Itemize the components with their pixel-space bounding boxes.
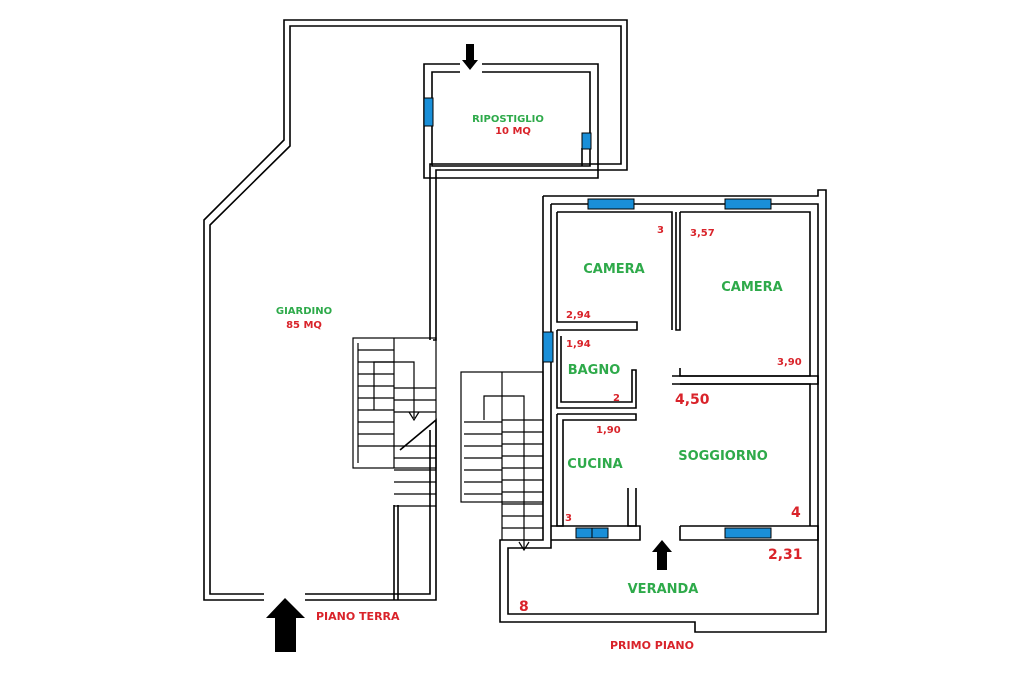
ripostiglio-label: RIPOSTIGLIO [472,114,544,125]
soggiorno-walls [680,383,811,526]
dim-cucina-width: 3 [565,513,572,524]
camera-left-label: CAMERA [583,262,645,277]
bagno-walls [556,330,637,409]
bagno-window [542,331,554,363]
piano-terra-label: PIANO TERRA [316,610,400,623]
garden-inner-wall [209,25,622,595]
ripostiglio-area: 10 MQ [495,126,531,137]
camera-right-window [724,198,772,210]
dim-veranda-width: 8 [519,599,529,615]
camera-left-walls [557,211,673,330]
garden-right-wall [305,418,437,601]
soggiorno-label: SOGGIORNO [678,449,768,464]
first-floor-stairs [460,371,544,552]
bagno-label: BAGNO [568,363,621,378]
first-floor-entrance-arrow-icon [652,540,672,570]
first-floor-inner [507,203,819,615]
ground-floor [203,19,628,601]
garden-right-wall-inner [305,430,431,595]
dim-camera-left-width: 3 [657,225,664,236]
veranda-label: VERANDA [628,582,699,597]
ripostiglio-outer [423,63,599,179]
cucina-label: CUCINA [567,457,622,472]
soggiorno-window [724,527,772,539]
dim-camera-right-depth: 3,90 [777,357,802,368]
giardino-label: GIARDINO [276,306,332,317]
dim-soggiorno-depth: 4 [791,505,801,521]
giardino-area: 85 MQ [286,320,322,331]
garden-outer-wall [203,19,628,601]
ground-stairs [352,337,437,507]
ripostiglio-entrance-arrow-icon [462,44,478,70]
ripostiglio-window-left [423,97,434,127]
dim-soggiorno-width: 4,50 [675,392,710,408]
dim-veranda-depth: 2,31 [768,547,803,563]
primo-piano-label: PRIMO PIANO [610,639,694,652]
dim-camera-left-depth: 2,94 [566,310,591,321]
first-floor [460,189,827,633]
ripostiglio-inner [431,71,591,167]
entrance-arrow-icon [266,598,305,652]
dim-bagno-depth: 1,94 [566,339,591,350]
camera-right-label: CAMERA [721,280,783,295]
dim-camera-right-width: 3,57 [690,228,715,239]
cucina-walls [556,413,637,527]
ripostiglio-window-right [581,132,592,150]
dim-cucina-depth: 1,90 [596,425,621,436]
camera-left-window [587,198,635,210]
first-floor-outer [499,189,827,633]
dim-bagno-width: 2 [613,393,620,404]
